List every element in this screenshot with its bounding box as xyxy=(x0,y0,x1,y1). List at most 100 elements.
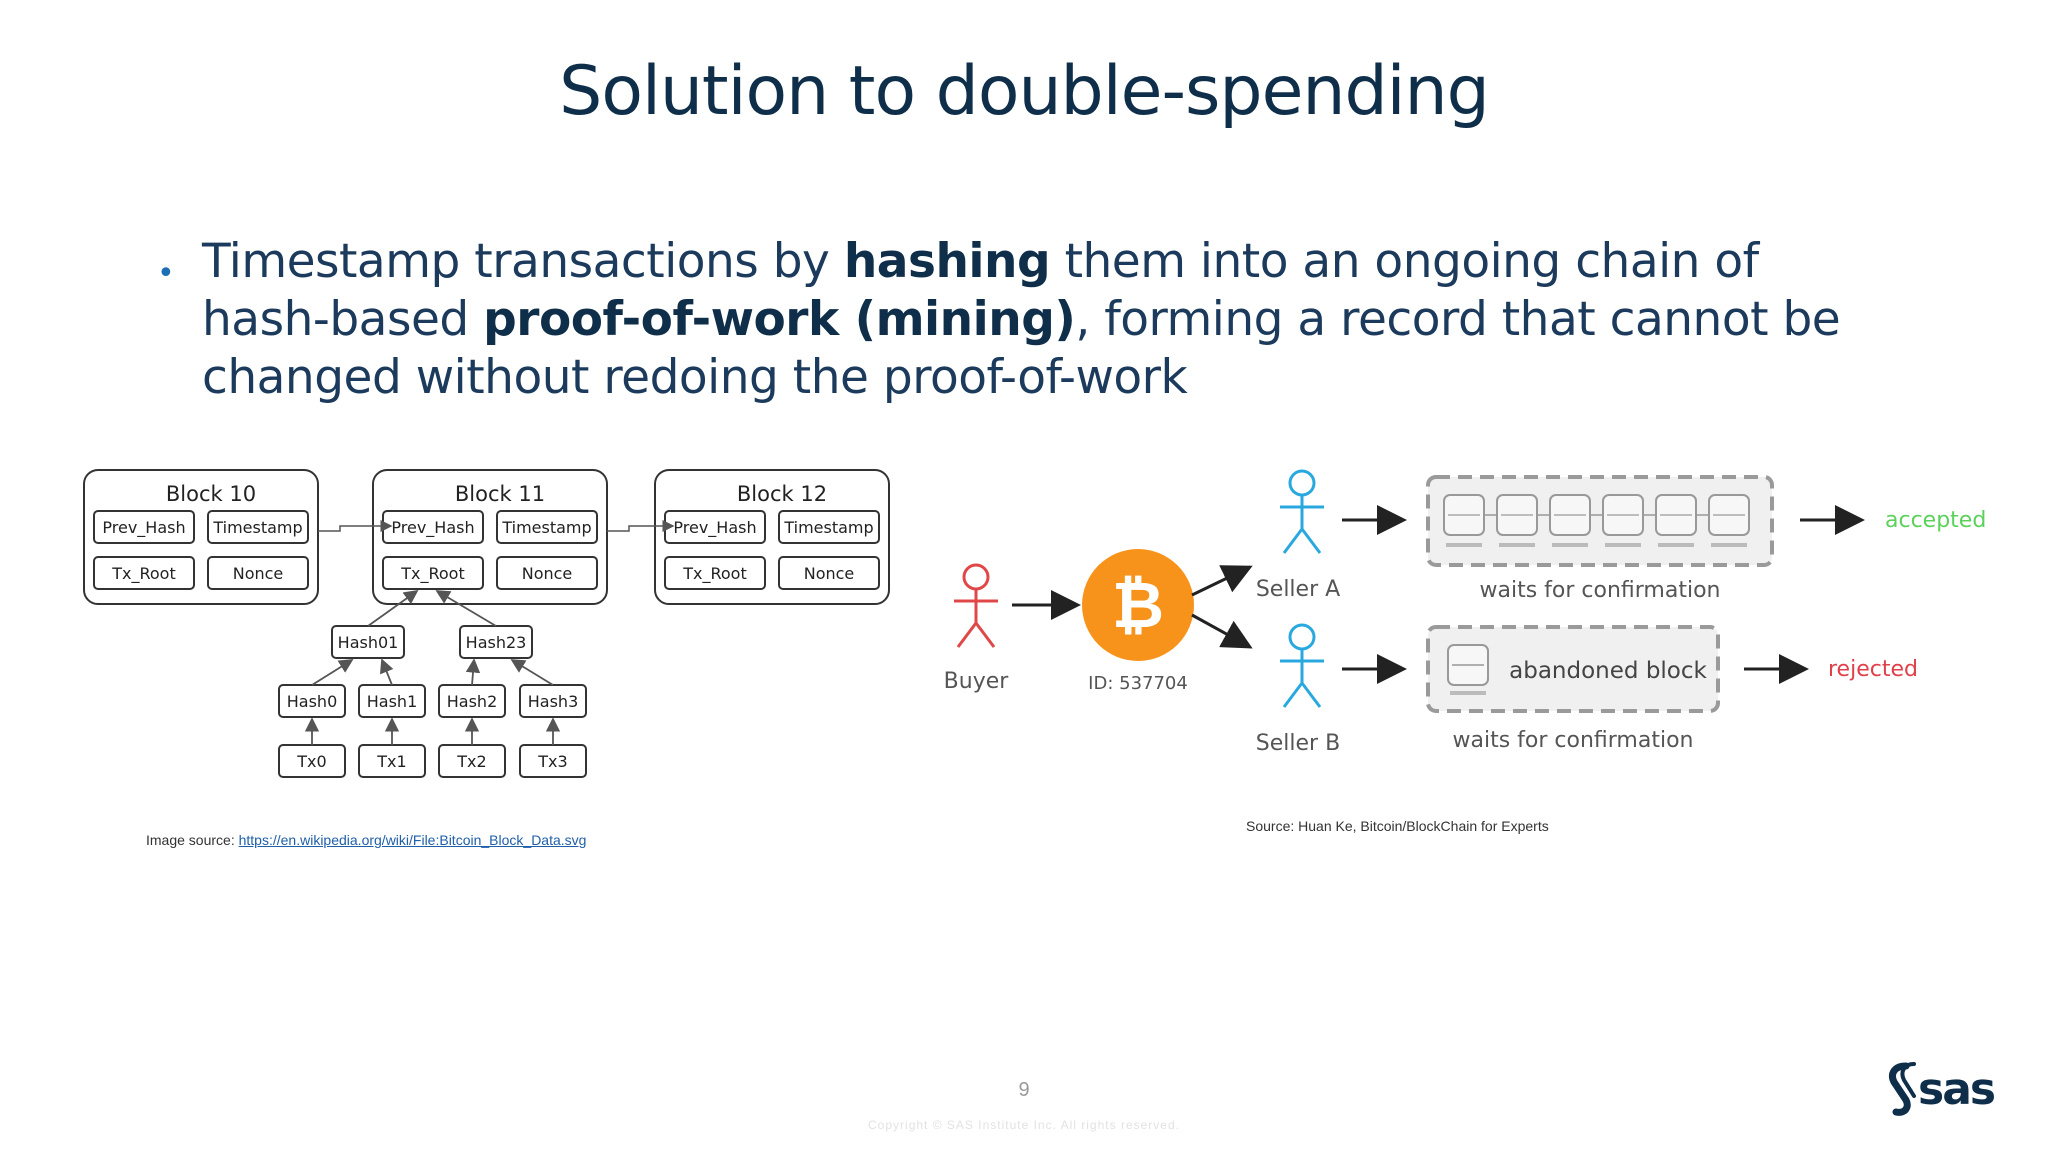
tree-arrow xyxy=(367,589,419,627)
result-accepted: accepted xyxy=(1885,508,1986,533)
caption-b: waits for confirmation xyxy=(1453,728,1694,753)
sas-logo: sas xyxy=(1889,1062,1997,1116)
seller-a-figure xyxy=(1280,469,1324,554)
hash-node-hash1: Hash1 xyxy=(358,684,426,718)
hash-node-hash2-label: Hash2 xyxy=(447,692,498,711)
field-nonce-label: Nonce xyxy=(522,564,573,583)
buyer-label: Buyer xyxy=(944,669,1010,694)
tx-node-tx3-label: Tx3 xyxy=(537,752,567,771)
field-timestamp: Timestamp xyxy=(778,510,880,544)
tx-node-tx1-label: Tx1 xyxy=(376,752,406,771)
bullet-seg-2: them into an ongoing chain of hash-based xyxy=(202,234,1759,347)
field-nonce: Nonce xyxy=(207,556,309,590)
coin-id: ID: 537704 xyxy=(1088,673,1188,694)
slide-title: Solution to double-spending xyxy=(559,52,1490,131)
bitcoin-icon xyxy=(1082,549,1194,661)
field-prev-hash: Prev_Hash xyxy=(664,510,766,544)
confirmation-block xyxy=(1443,494,1497,547)
tree-arrow xyxy=(465,658,481,686)
field-timestamp-label: Timestamp xyxy=(501,518,591,537)
arrow-to-seller-a xyxy=(1191,565,1253,597)
field-nonce: Nonce xyxy=(496,556,598,590)
chain-link-arrow xyxy=(607,520,675,532)
arrow-to-seller-b xyxy=(1191,613,1253,649)
seller-b-label: Seller B xyxy=(1256,731,1340,756)
tree-arrow xyxy=(435,590,497,627)
field-prev-hash-label: Prev_Hash xyxy=(673,518,756,538)
field-tx-root-label: Tx_Root xyxy=(682,564,747,584)
hash-node-hash2: Hash2 xyxy=(438,684,506,718)
caption-a: waits for confirmation xyxy=(1480,578,1721,603)
confirmation-chain-a xyxy=(1426,475,1774,567)
tx-node-tx2: Tx2 xyxy=(438,744,506,778)
block-title: Block 12 xyxy=(737,482,827,506)
image-source-link[interactable]: https://en.wikipedia.org/wiki/File:Bitco… xyxy=(238,832,587,848)
image-source-right: Source: Huan Ke, Bitcoin/BlockChain for … xyxy=(1246,818,1549,834)
tree-arrow xyxy=(379,658,394,686)
bullet-bold-hashing: hashing xyxy=(843,234,1051,289)
tree-arrow xyxy=(510,659,554,686)
tx-node-tx1: Tx1 xyxy=(358,744,426,778)
field-nonce-label: Nonce xyxy=(804,564,855,583)
bullet-seg-1: Timestamp transactions by xyxy=(202,234,844,289)
abandoned-block-label: abandoned block xyxy=(1509,658,1707,684)
block-title: Block 10 xyxy=(166,482,256,506)
chain-link-arrow xyxy=(318,520,393,532)
page-number: 9 xyxy=(1018,1079,1030,1101)
image-source-label: Image source: xyxy=(146,832,239,848)
field-timestamp: Timestamp xyxy=(207,510,309,544)
bullet-seg-3: , forming a record that cannot be change… xyxy=(202,292,1841,405)
tree-arrow xyxy=(311,659,354,686)
bullet-bold-proof-of-work: proof-of-work (mining) xyxy=(483,292,1076,347)
result-rejected: rejected xyxy=(1828,657,1918,682)
confirmation-block xyxy=(1602,494,1656,547)
confirmation-block xyxy=(1549,494,1603,547)
bitcoin-symbol: ₿ xyxy=(1112,569,1164,643)
confirmation-block xyxy=(1496,494,1550,547)
field-tx-root-label: Tx_Root xyxy=(111,564,176,584)
field-prev-hash: Prev_Hash xyxy=(93,510,195,544)
double-spend-diagram: Buyer ₿ ID: 537704 Seller A Seller B wai… xyxy=(944,469,1986,756)
field-timestamp-label: Timestamp xyxy=(212,518,302,537)
block-title: Block 11 xyxy=(455,482,545,506)
tx-node-tx3: Tx3 xyxy=(519,744,587,778)
seller-b-figure xyxy=(1280,623,1324,708)
field-tx-root: Tx_Root xyxy=(664,556,766,590)
hash-node-hash01: Hash01 xyxy=(331,625,405,659)
abandoned-chain-b xyxy=(1426,625,1720,713)
field-nonce: Nonce xyxy=(778,556,880,590)
bullet-icon: • xyxy=(157,256,175,291)
hash-node-hash3-label: Hash3 xyxy=(528,692,579,711)
hash-node-hash0-label: Hash0 xyxy=(287,692,338,711)
confirmation-block xyxy=(1655,494,1709,547)
field-nonce-label: Nonce xyxy=(233,564,284,583)
tx-node-tx0-label: Tx0 xyxy=(296,752,326,771)
hash-node-hash3: Hash3 xyxy=(519,684,587,718)
buyer-figure xyxy=(954,563,998,648)
field-tx-root: Tx_Root xyxy=(382,556,484,590)
hash-node-hash01-label: Hash01 xyxy=(338,633,399,652)
field-timestamp-label: Timestamp xyxy=(783,518,873,537)
image-source-left: Image source: https://en.wikipedia.org/w… xyxy=(146,832,586,848)
hash-node-hash23: Hash23 xyxy=(459,625,533,659)
bullet-point: • Timestamp transactions by hashing them… xyxy=(157,233,1860,407)
field-prev-hash-label: Prev_Hash xyxy=(391,518,474,538)
hash-node-hash0: Hash0 xyxy=(278,684,346,718)
field-tx-root: Tx_Root xyxy=(93,556,195,590)
hash-node-hash1-label: Hash1 xyxy=(367,692,418,711)
hash-node-hash23-label: Hash23 xyxy=(466,633,527,652)
svg-text:sas: sas xyxy=(1918,1064,1995,1115)
confirmation-block xyxy=(1708,494,1750,547)
seller-a-label: Seller A xyxy=(1256,577,1340,602)
field-prev-hash-label: Prev_Hash xyxy=(102,518,185,538)
field-tx-root-label: Tx_Root xyxy=(400,564,465,584)
field-timestamp: Timestamp xyxy=(496,510,598,544)
field-prev-hash: Prev_Hash xyxy=(382,510,484,544)
copyright-text: Copyright © SAS Institute Inc. All right… xyxy=(868,1118,1180,1132)
tx-node-tx2-label: Tx2 xyxy=(456,752,486,771)
bullet-text: Timestamp transactions by hashing them i… xyxy=(202,233,1860,407)
